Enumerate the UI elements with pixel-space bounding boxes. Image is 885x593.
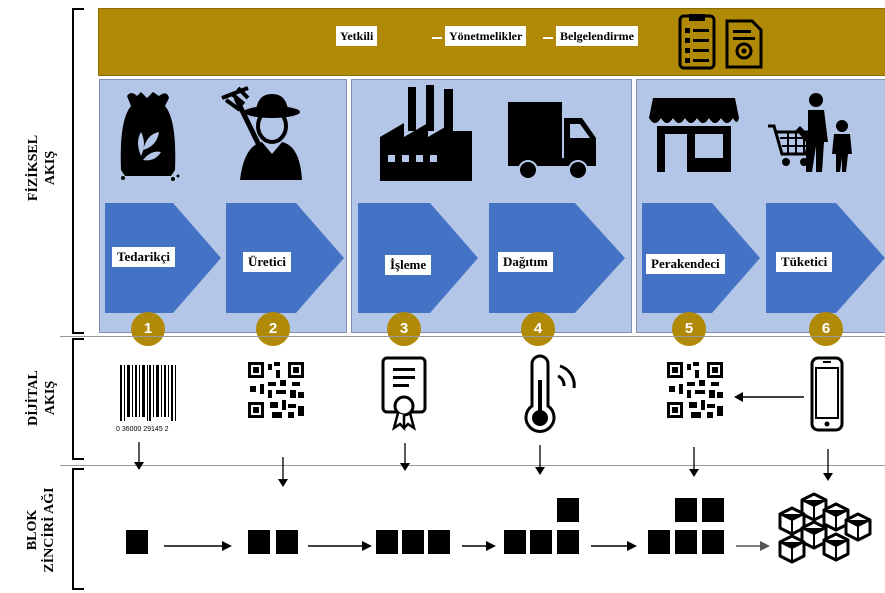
block	[675, 498, 697, 522]
block	[702, 498, 724, 522]
stage-number-4: 4	[521, 312, 555, 346]
down-arrow-3	[400, 443, 410, 471]
tag-certification: Belgelendirme	[556, 26, 638, 46]
smartphone-icon	[810, 356, 844, 432]
tag-regulations: Yönetmelikler	[445, 26, 527, 46]
qr-code-icon-retail	[667, 362, 723, 418]
stage-number-5: 5	[672, 312, 706, 346]
chain-arrow-3	[462, 541, 496, 551]
down-arrow-6	[823, 449, 833, 481]
factory-icon	[380, 85, 472, 181]
certificate-document-icon	[725, 19, 763, 69]
seed-sack-icon	[120, 92, 180, 181]
stage-label-distribution: Dağıtım	[498, 252, 553, 272]
qr-code-icon	[248, 362, 304, 418]
digital-flow-brace	[72, 338, 84, 460]
barcode-icon: 0 36000 29145 2	[116, 365, 176, 433]
block	[376, 530, 398, 554]
chain-arrow-5	[736, 541, 770, 551]
certificate-icon	[381, 356, 427, 432]
chain-arrow-1	[164, 541, 232, 551]
barcode-digits: 0 36000 29145 2	[116, 426, 169, 433]
stage-arrow-4	[489, 203, 625, 313]
down-arrow-5	[689, 447, 699, 477]
block	[428, 530, 450, 554]
section-divider-2	[60, 465, 885, 466]
dash-1	[432, 37, 442, 39]
block	[557, 530, 579, 554]
physical-flow-brace	[72, 8, 84, 334]
truck-icon	[508, 102, 596, 180]
block	[276, 530, 298, 554]
shopper-icon	[768, 93, 852, 172]
stage-number-1: 1	[131, 312, 165, 346]
stage-number-3: 3	[387, 312, 421, 346]
section-divider-1	[60, 336, 885, 337]
checklist-document-icon	[678, 14, 716, 70]
tag-authority: Yetkili	[336, 26, 378, 46]
stage-label-processing: İşleme	[385, 255, 432, 275]
thermometer-sensor-icon	[524, 354, 576, 433]
blockchain-network-icon	[778, 492, 872, 564]
dash-2	[543, 37, 553, 39]
block	[402, 530, 424, 554]
block	[675, 530, 697, 554]
block	[504, 530, 526, 554]
block	[557, 498, 579, 522]
block	[126, 530, 148, 554]
chain-arrow-4	[591, 541, 637, 551]
stage-label-retailer: Perakendeci	[646, 254, 725, 274]
stage-number-6: 6	[809, 312, 843, 346]
store-icon	[649, 98, 739, 172]
chain-arrow-2	[308, 541, 372, 551]
down-arrow-1	[134, 442, 144, 470]
down-arrow-4	[535, 445, 545, 475]
blockchain-brace	[72, 468, 84, 590]
block	[530, 530, 552, 554]
arrow-phone-to-qr	[734, 392, 804, 402]
block	[248, 530, 270, 554]
farmer-icon	[221, 86, 302, 180]
block	[702, 530, 724, 554]
down-arrow-2	[278, 457, 288, 487]
stage-label-supplier: Tedarikçi	[112, 247, 175, 267]
stage-label-consumer: Tüketici	[776, 252, 833, 272]
block	[648, 530, 670, 554]
stage-number-2: 2	[256, 312, 290, 346]
stage-label-producer: Üretici	[243, 252, 292, 272]
